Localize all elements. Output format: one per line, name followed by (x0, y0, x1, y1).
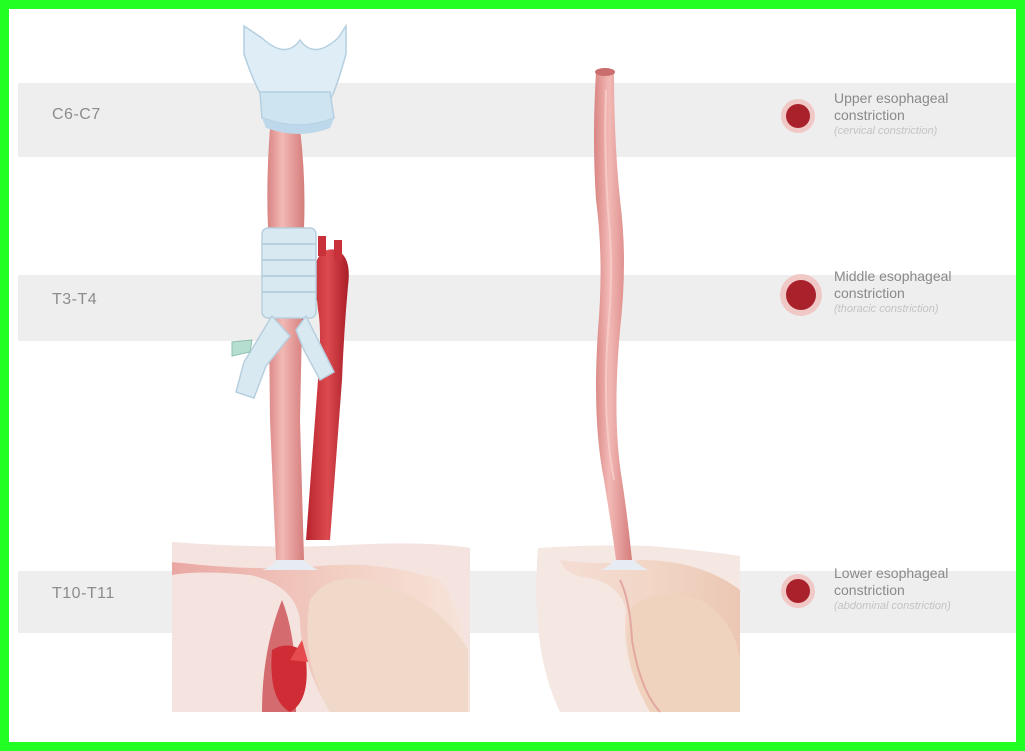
legend-title: Lower esophageal constriction (834, 565, 1009, 599)
larynx (244, 26, 346, 134)
legend-subtitle: (cervical constriction) (834, 124, 1009, 139)
legend-title: Upper esophageal constriction (834, 90, 1009, 124)
legend-subtitle: (abdominal constriction) (834, 599, 1009, 614)
level-label-c6-c7: C6-C7 (52, 106, 101, 124)
constriction-dot-icon (786, 104, 810, 128)
constriction-dot-icon (786, 280, 816, 310)
level-label-t3-t4: T3-T4 (52, 291, 97, 309)
legend-title: Middle esophageal constriction (834, 268, 1009, 302)
right-stomach (536, 545, 740, 712)
constriction-dot-icon (786, 579, 810, 603)
left-stomach (172, 542, 470, 712)
level-label-t10-t11: T10-T11 (52, 585, 115, 603)
right-esophagus (594, 68, 648, 570)
legend-subtitle: (thoracic constriction) (834, 302, 1009, 317)
